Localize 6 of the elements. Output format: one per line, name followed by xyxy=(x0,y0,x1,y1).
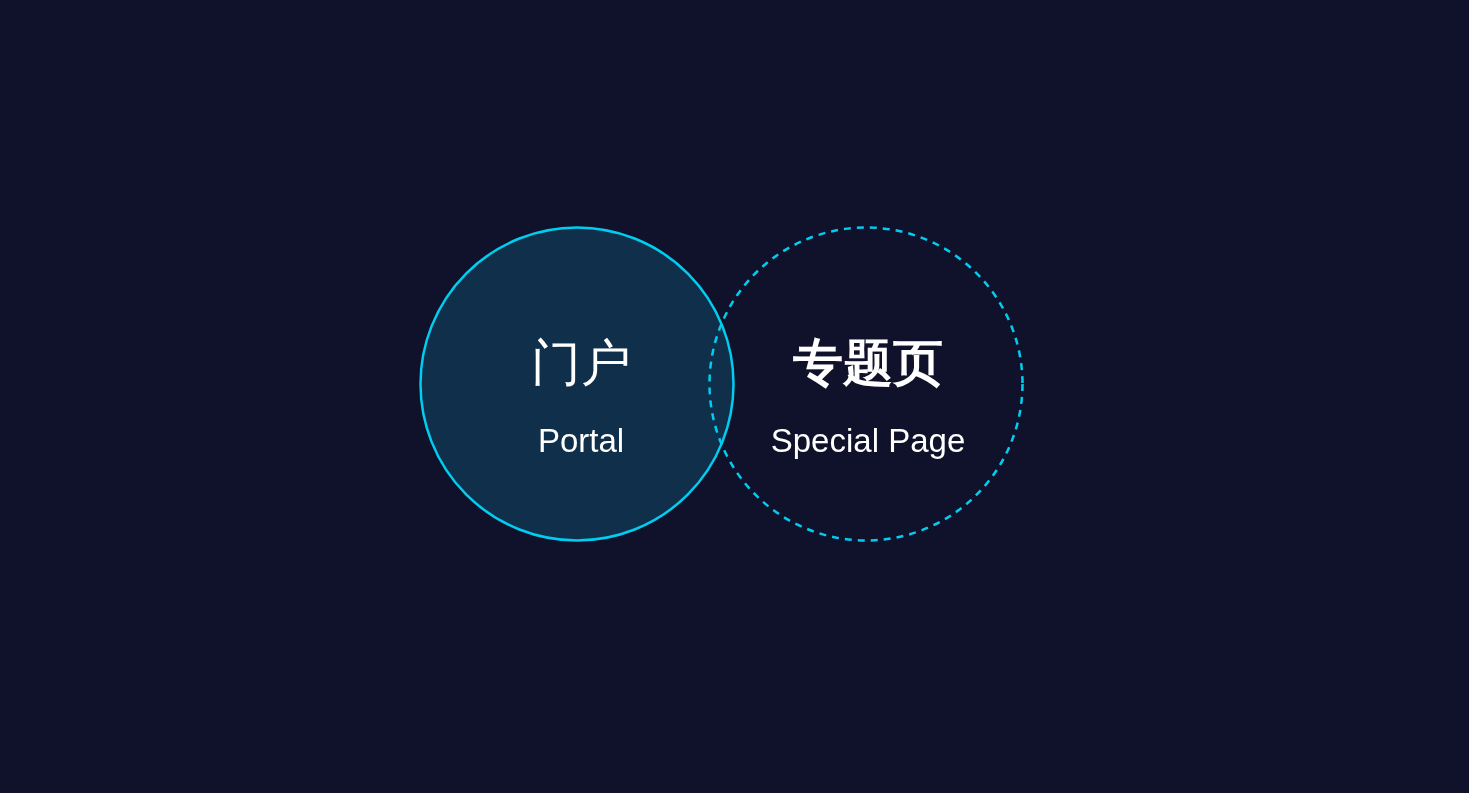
filled-circle xyxy=(419,226,735,542)
circle-subtitle: Portal xyxy=(537,422,625,460)
circle-subtitle: Special Page xyxy=(770,422,966,460)
circle-title: 门户 xyxy=(531,335,631,393)
dashed-circle xyxy=(708,226,1024,542)
circle-title: 专题页 xyxy=(793,335,943,393)
